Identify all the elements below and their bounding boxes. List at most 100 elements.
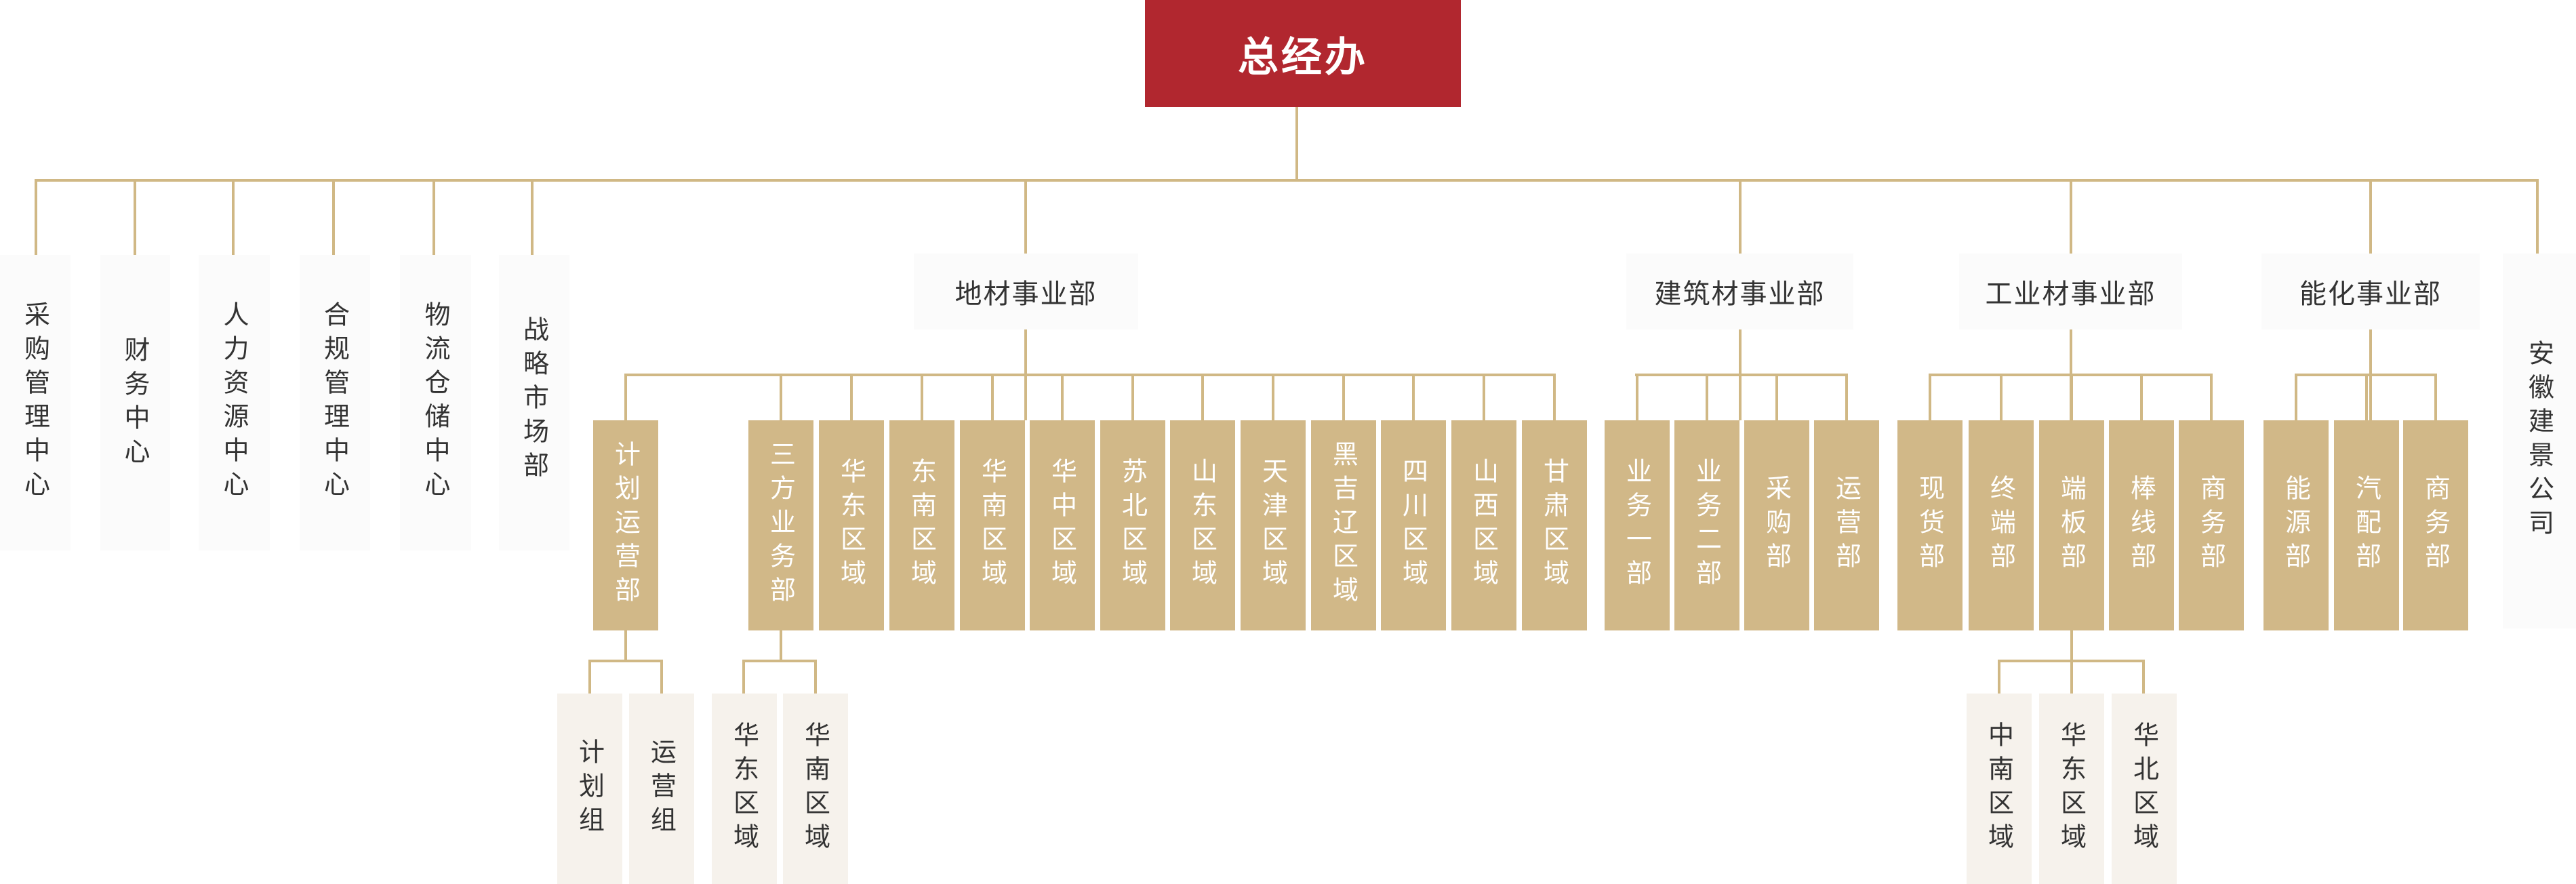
sub-unit-label: 华北区域 <box>2129 721 2159 857</box>
connector <box>2536 179 2539 254</box>
unit-label: 甘肃区域 <box>1539 458 1569 593</box>
unit-label: 能源部 <box>2280 475 2311 576</box>
unit-label: 业务一部 <box>1622 458 1652 593</box>
sub-unit-label: 运营组 <box>646 738 677 840</box>
connector <box>624 374 627 420</box>
sub-unit-label: 华东区域 <box>729 721 759 857</box>
connector <box>432 179 435 255</box>
unit-label: 天津区域 <box>1257 458 1288 593</box>
unit-label: 现货部 <box>1914 475 1945 576</box>
unit-label: 终端部 <box>1986 475 2016 576</box>
center-label: 战略市场部 <box>519 316 549 485</box>
division-box: 地材事业部 <box>914 254 1138 329</box>
unit-label: 华南区域 <box>977 458 1007 593</box>
connector <box>332 179 335 255</box>
sub-unit-box: 华南区域 <box>783 694 848 884</box>
unit-box: 运营部 <box>1814 420 1879 630</box>
sub-unit-box: 中南区域 <box>1967 694 2032 884</box>
connector <box>588 660 663 662</box>
unit-label: 业务二部 <box>1691 458 1722 593</box>
connector <box>1706 374 1708 420</box>
connector <box>1483 374 1485 420</box>
connector <box>1061 374 1064 420</box>
connector <box>742 660 817 662</box>
unit-label: 计划运营部 <box>610 441 641 610</box>
general-office-label: 总经办 <box>1238 33 1368 81</box>
center-box: 战略市场部 <box>499 255 569 550</box>
connector <box>2295 374 2297 420</box>
connector <box>2070 179 2072 254</box>
connector <box>1636 374 1638 420</box>
center-label: 合规管理中心 <box>319 301 350 504</box>
unit-box: 苏北区域 <box>1100 420 1165 630</box>
connector <box>1342 374 1345 420</box>
unit-box: 终端部 <box>1969 420 2034 630</box>
connector <box>35 179 2539 182</box>
center-label: 人力资源中心 <box>219 301 249 504</box>
connector <box>814 660 817 694</box>
unit-box: 山西区域 <box>1451 420 1516 630</box>
sub-unit-label: 中南区域 <box>1984 721 2014 857</box>
center-box: 人力资源中心 <box>199 255 270 550</box>
connector <box>1412 374 1415 420</box>
division-label: 建筑材事业部 <box>1654 279 1826 310</box>
company-box: 安徽建景公司 <box>2503 254 2576 628</box>
unit-box: 采购部 <box>1744 420 1809 630</box>
unit-box: 天津区域 <box>1241 420 1306 630</box>
connector <box>1635 374 1848 376</box>
connector <box>232 179 235 255</box>
connector <box>1553 374 1556 420</box>
unit-label: 商务部 <box>2420 475 2451 576</box>
connector <box>624 374 1556 376</box>
connector <box>1024 179 1027 254</box>
sub-unit-box: 华北区域 <box>2112 694 2177 884</box>
unit-box: 东南区域 <box>889 420 954 630</box>
connector <box>1272 374 1274 420</box>
center-box: 合规管理中心 <box>300 255 370 550</box>
connector <box>2070 374 2073 420</box>
connector <box>1998 660 2145 662</box>
unit-box: 商务部 <box>2179 420 2244 630</box>
company-label: 安徽建景公司 <box>2524 339 2554 543</box>
unit-label: 四川区域 <box>1398 458 1428 593</box>
connector <box>624 630 627 661</box>
unit-box: 计划运营部 <box>593 420 658 630</box>
unit-label: 端板部 <box>2056 475 2087 576</box>
connector <box>780 374 782 420</box>
unit-label: 华中区域 <box>1047 458 1077 593</box>
connector <box>2369 179 2372 254</box>
unit-box: 甘肃区域 <box>1522 420 1587 630</box>
connector <box>660 660 663 694</box>
connector <box>1131 374 1134 420</box>
center-box: 财务中心 <box>100 255 170 550</box>
sub-unit-label: 华东区域 <box>2056 721 2087 857</box>
unit-box: 黑吉辽区域 <box>1311 420 1376 630</box>
connector <box>1295 107 1298 182</box>
sub-unit-box: 华东区域 <box>2039 694 2104 884</box>
division-label: 工业材事业部 <box>1985 279 2156 310</box>
unit-label: 商务部 <box>2196 475 2226 576</box>
center-box: 物流仓储中心 <box>400 255 471 550</box>
connector <box>2365 374 2368 420</box>
center-label: 物流仓储中心 <box>420 301 450 504</box>
unit-box: 端板部 <box>2039 420 2104 630</box>
center-box: 采购管理中心 <box>0 255 71 550</box>
unit-label: 运营部 <box>1831 475 1861 576</box>
unit-label: 华东区域 <box>836 458 866 593</box>
connector <box>2140 374 2143 420</box>
division-box: 建筑材事业部 <box>1626 254 1853 329</box>
connector <box>991 374 994 420</box>
unit-box: 四川区域 <box>1381 420 1446 630</box>
connector <box>780 630 782 661</box>
center-label: 财务中心 <box>120 336 150 472</box>
connector <box>2434 374 2437 420</box>
unit-box: 山东区域 <box>1170 420 1235 630</box>
connector <box>1845 374 1848 420</box>
unit-label: 苏北区域 <box>1117 458 1148 593</box>
unit-label: 黑吉辽区域 <box>1328 441 1359 610</box>
sub-unit-box: 华东区域 <box>712 694 777 884</box>
connector <box>1929 374 1931 420</box>
general-office-box: 总经办 <box>1145 0 1461 107</box>
unit-label: 汽配部 <box>2351 475 2381 576</box>
unit-box: 三方业务部 <box>748 420 813 630</box>
